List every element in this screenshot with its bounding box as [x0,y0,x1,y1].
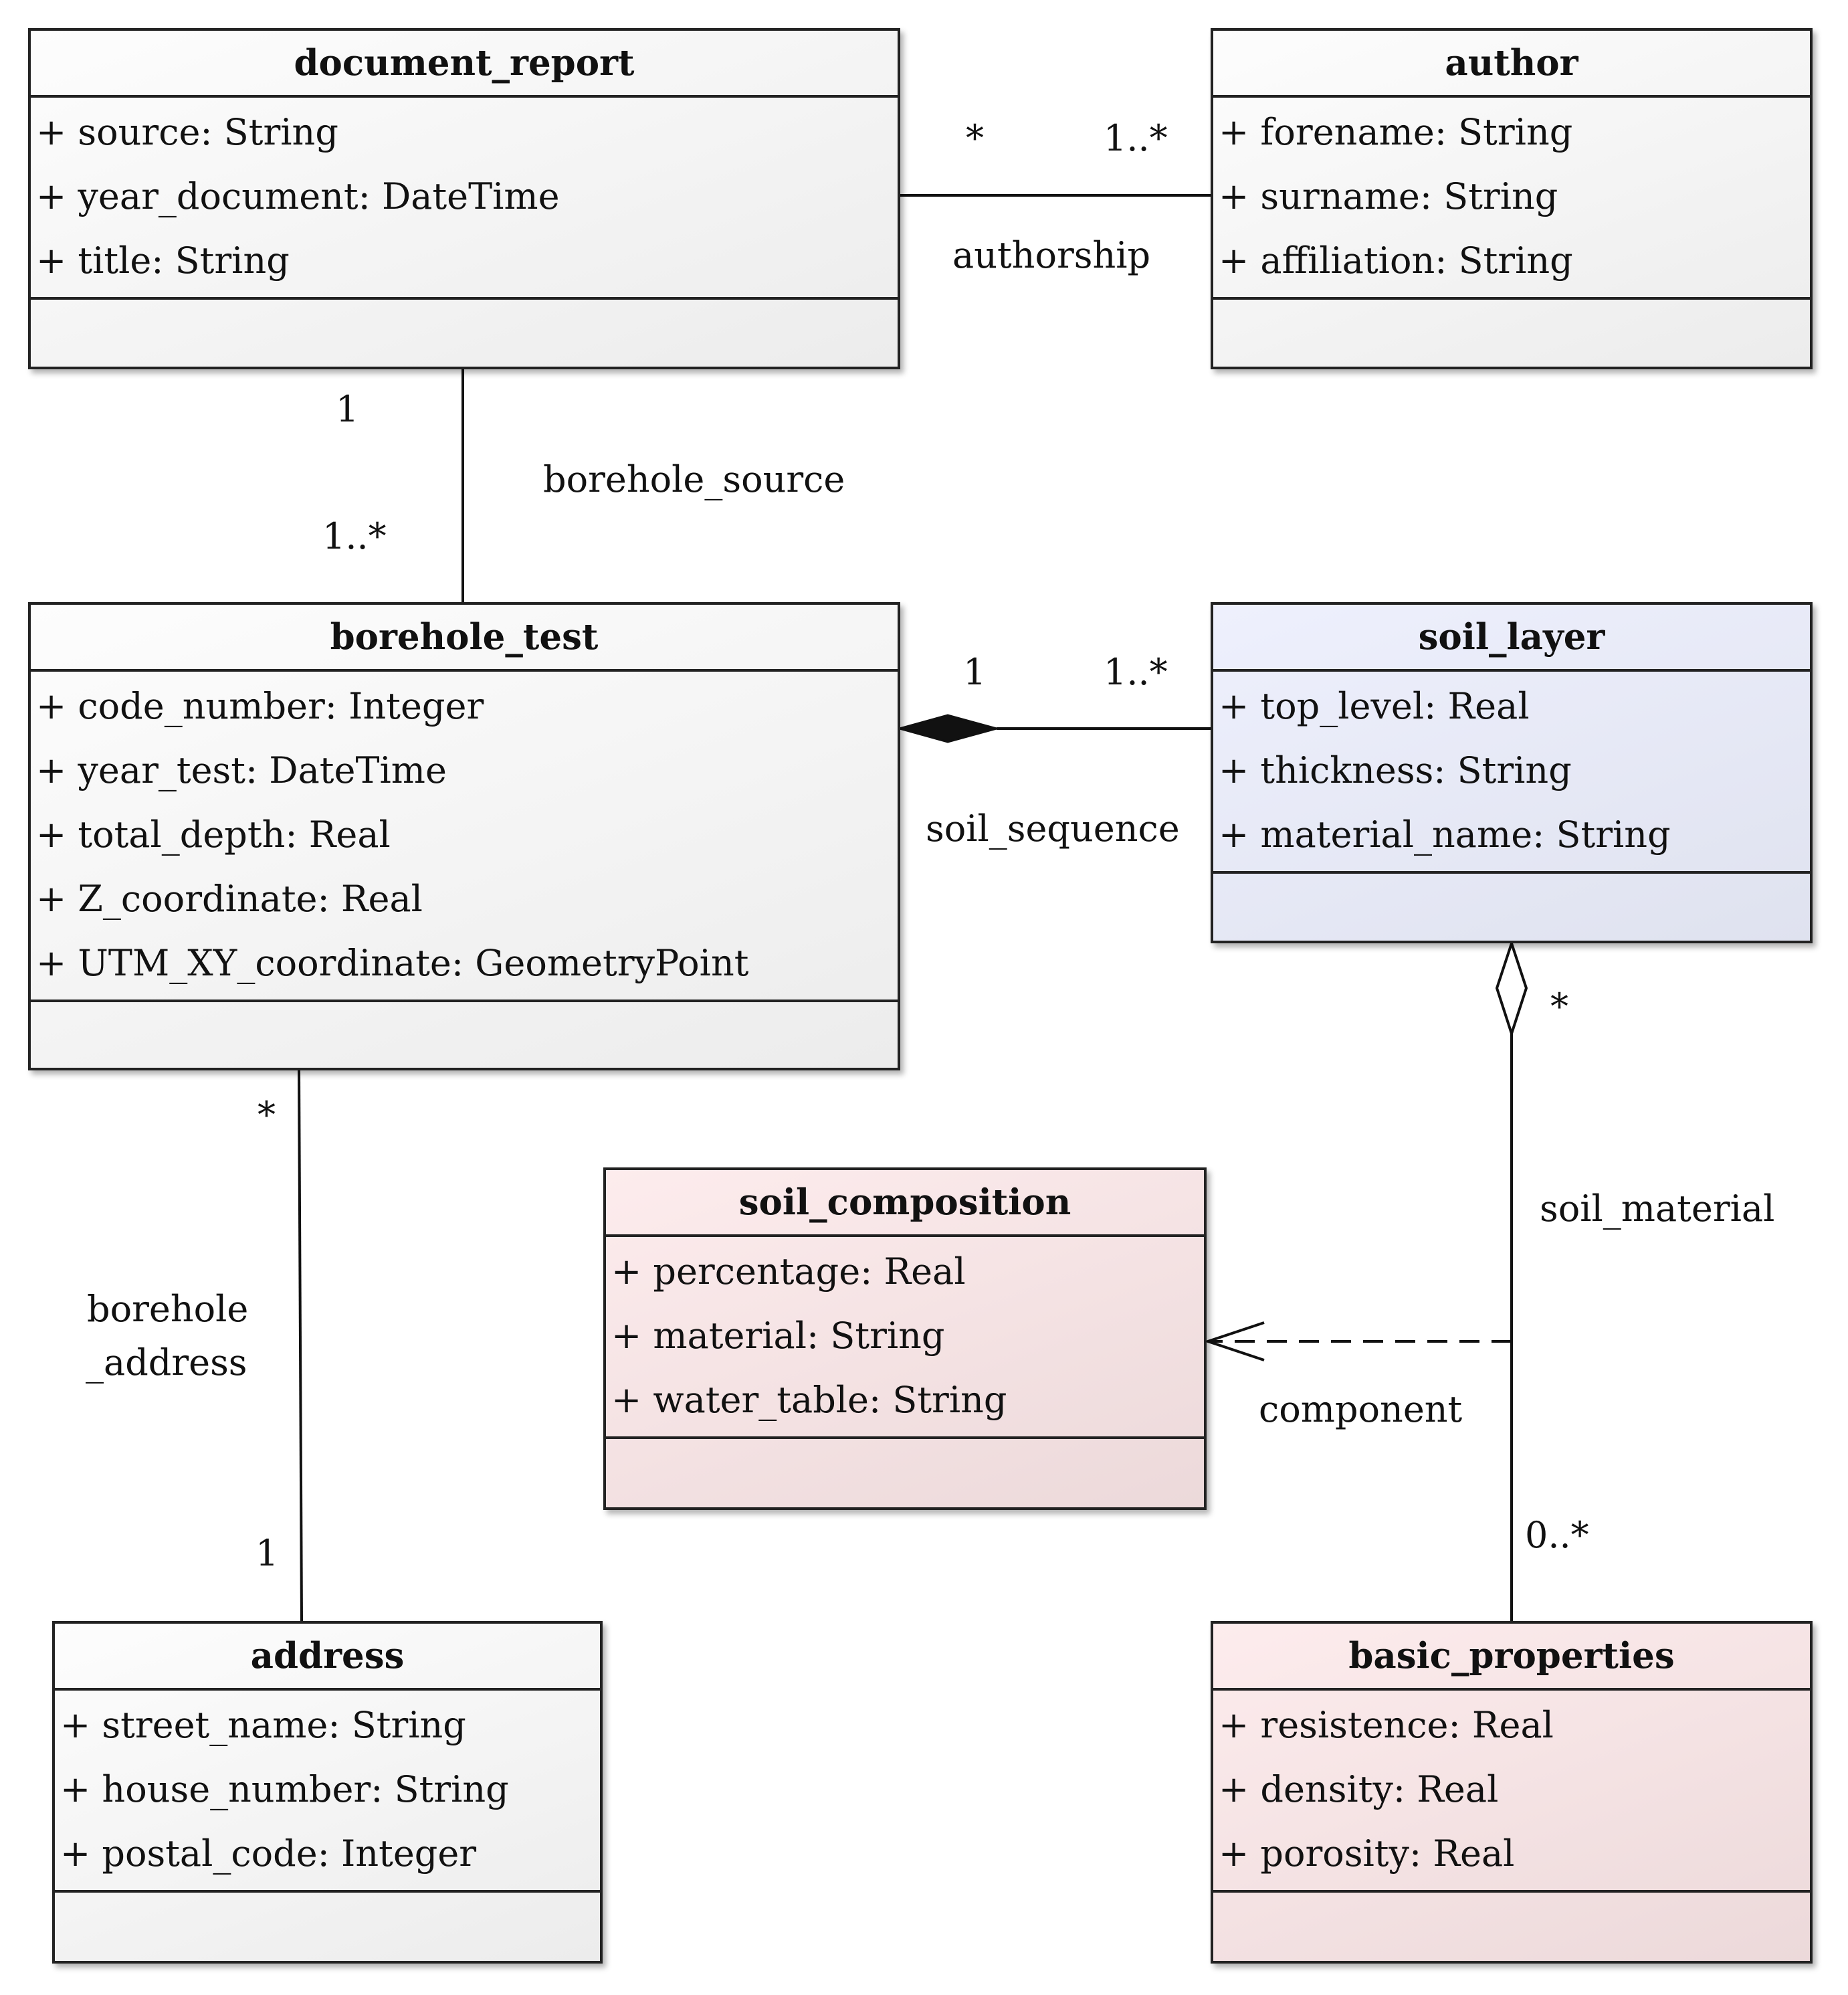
borehole-address-mult-source: * [258,1094,276,1136]
class-address[interactable]: address + street_name: String + house_nu… [52,1621,603,1964]
attribute-compartment: + source: String + year_document: DateTi… [31,98,898,300]
borehole-address-label-line2: _address [86,1341,247,1384]
attribute: + year_test: DateTime [36,749,447,791]
attribute-compartment: + top_level: Real + thickness: String + … [1213,672,1810,874]
attribute-compartment: + code_number: Integer + year_test: Date… [31,672,898,1002]
soil-material-mult-source: * [1550,985,1568,1028]
class-name: borehole_test [31,605,898,672]
authorship-label: authorship [952,234,1151,276]
soil-sequence-mult-source: 1 [963,651,987,693]
borehole-address-label-line1: borehole [87,1288,249,1330]
attribute: + porosity: Real [1219,1832,1515,1875]
attribute: + total_depth: Real [36,814,391,856]
soil-material-label: soil_material [1540,1188,1775,1230]
attribute-compartment: + resistence: Real + density: Real + por… [1213,1691,1810,1893]
borehole-source-mult-source: 1 [336,388,359,430]
aggregation-diamond [1495,939,1528,1038]
class-soil-composition[interactable]: soil_composition + percentage: Real + ma… [603,1167,1207,1510]
attribute: + thickness: String [1219,749,1572,791]
attribute: + code_number: Integer [36,685,484,727]
attribute-compartment: + percentage: Real + material: String + … [606,1237,1204,1439]
soil-sequence-label: soil_sequence [926,808,1180,850]
authorship-mult-source: * [966,117,984,159]
borehole-source-mult-target: 1..* [322,515,387,557]
class-document-report[interactable]: document_report + source: String + year_… [28,28,900,369]
component-label: component [1259,1388,1463,1430]
attribute: + Z_coordinate: Real [36,878,423,920]
attribute: + water_table: String [611,1379,1007,1421]
soil-material-mult-target: 0..* [1525,1514,1589,1556]
authorship-mult-target: 1..* [1104,117,1168,159]
attribute: + resistence: Real [1219,1704,1554,1746]
attribute: + source: String [36,111,338,153]
class-name: basic_properties [1213,1624,1810,1691]
borehole-source-label: borehole_source [543,458,845,500]
composition-diamond [896,714,1001,743]
attribute-compartment: + forename: String + surname: String + a… [1213,98,1810,300]
class-name: address [55,1624,600,1691]
open-arrowhead [1203,1321,1265,1361]
attribute: + house_number: String [60,1768,509,1810]
class-name: soil_layer [1213,605,1810,672]
class-name: document_report [31,31,898,98]
attribute-compartment: + street_name: String + house_number: St… [55,1691,600,1893]
attribute: + affiliation: String [1219,240,1573,282]
attribute: + year_document: DateTime [36,175,560,217]
attribute: + UTM_XY_coordinate: GeometryPoint [36,942,749,984]
attribute: + density: Real [1219,1768,1499,1810]
class-soil-layer[interactable]: soil_layer + top_level: Real + thickness… [1211,602,1813,943]
attribute: + street_name: String [60,1704,466,1746]
class-name: soil_composition [606,1170,1204,1237]
class-borehole-test[interactable]: borehole_test + code_number: Integer + y… [28,602,900,1070]
class-basic-properties[interactable]: basic_properties + resistence: Real + de… [1211,1621,1813,1964]
attribute: + postal_code: Integer [60,1832,477,1875]
class-name: author [1213,31,1810,98]
attribute: + surname: String [1219,175,1558,217]
borehole-address-line [298,1070,303,1622]
attribute: + material: String [611,1315,945,1357]
attribute: + top_level: Real [1219,685,1530,727]
borehole-address-mult-target: 1 [255,1532,279,1574]
soil-sequence-mult-target: 1..* [1104,651,1168,693]
attribute: + forename: String [1219,111,1573,153]
attribute: + title: String [36,240,290,282]
attribute: + material_name: String [1219,814,1671,856]
class-author[interactable]: author + forename: String + surname: Str… [1211,28,1813,369]
attribute: + percentage: Real [611,1250,966,1293]
